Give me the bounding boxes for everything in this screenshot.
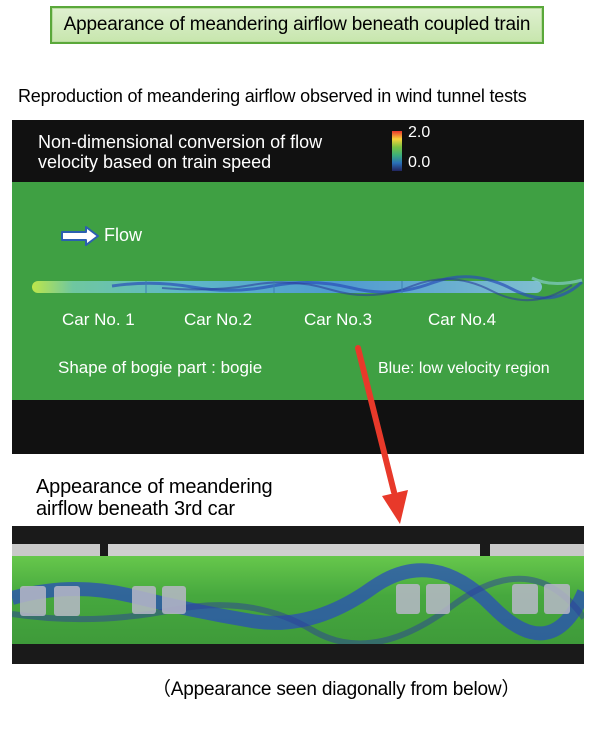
flow-label: Flow <box>104 225 143 245</box>
legend-line-2: velocity based on train speed <box>38 152 272 172</box>
viewpoint-note: （Appearance seen diagonally from below） <box>152 679 521 700</box>
colorbar-min-label: 0.0 <box>408 154 431 171</box>
meandering-flow-streak <box>12 575 584 647</box>
car-label-1: Car No. 1 <box>62 310 135 329</box>
flow-simulation-underside-view <box>12 526 584 664</box>
car-label-2: Car No.2 <box>184 310 253 329</box>
gangway-gap-1 <box>100 540 108 556</box>
flow-arrow-icon <box>61 225 99 246</box>
flow-simulation-top-view: Non-dimensional conversion of flow veloc… <box>12 120 584 454</box>
meandering-low-velocity-flow <box>12 563 584 641</box>
train-airflow-band <box>32 275 584 302</box>
car-label-4: Car No.4 <box>428 310 497 329</box>
flow-indicator: Flow <box>60 225 142 246</box>
colorbar-max-label: 2.0 <box>408 124 431 141</box>
subtitle: Reproduction of meandering airflow obser… <box>18 86 527 106</box>
car-body-4 <box>490 544 584 556</box>
page-title: Appearance of meandering airflow beneath… <box>63 14 531 35</box>
bogie-group-2 <box>132 586 186 614</box>
bogie-shape-label: Shape of bogie part : bogie <box>58 358 263 377</box>
colorbar-legend-text: Non-dimensional conversion of flow veloc… <box>38 132 322 172</box>
low-velocity-streak-2 <box>161 278 573 302</box>
third-car-caption: Appearance of meandering airflow beneath… <box>36 476 273 520</box>
bogie-group-1 <box>20 586 80 616</box>
title-box: Appearance of meandering airflow beneath… <box>50 6 544 44</box>
car-body-3 <box>108 544 480 556</box>
car-body-2 <box>12 544 100 556</box>
legend-line-1: Non-dimensional conversion of flow <box>38 132 323 152</box>
bogie-group-4 <box>512 584 570 614</box>
low-velocity-streak <box>111 275 584 300</box>
caption-line-2: airflow beneath 3rd car <box>36 498 235 520</box>
velocity-colorbar <box>392 131 402 171</box>
wake-streak <box>531 276 583 285</box>
floor-shadow <box>12 644 584 664</box>
underside-render <box>12 540 584 664</box>
gangway-gap-2 <box>480 540 490 556</box>
low-velocity-note: Blue: low velocity region <box>378 360 550 377</box>
bogie-group-3 <box>396 584 450 614</box>
car-label-3: Car No.3 <box>304 310 373 329</box>
caption-line-1: Appearance of meandering <box>36 476 273 498</box>
